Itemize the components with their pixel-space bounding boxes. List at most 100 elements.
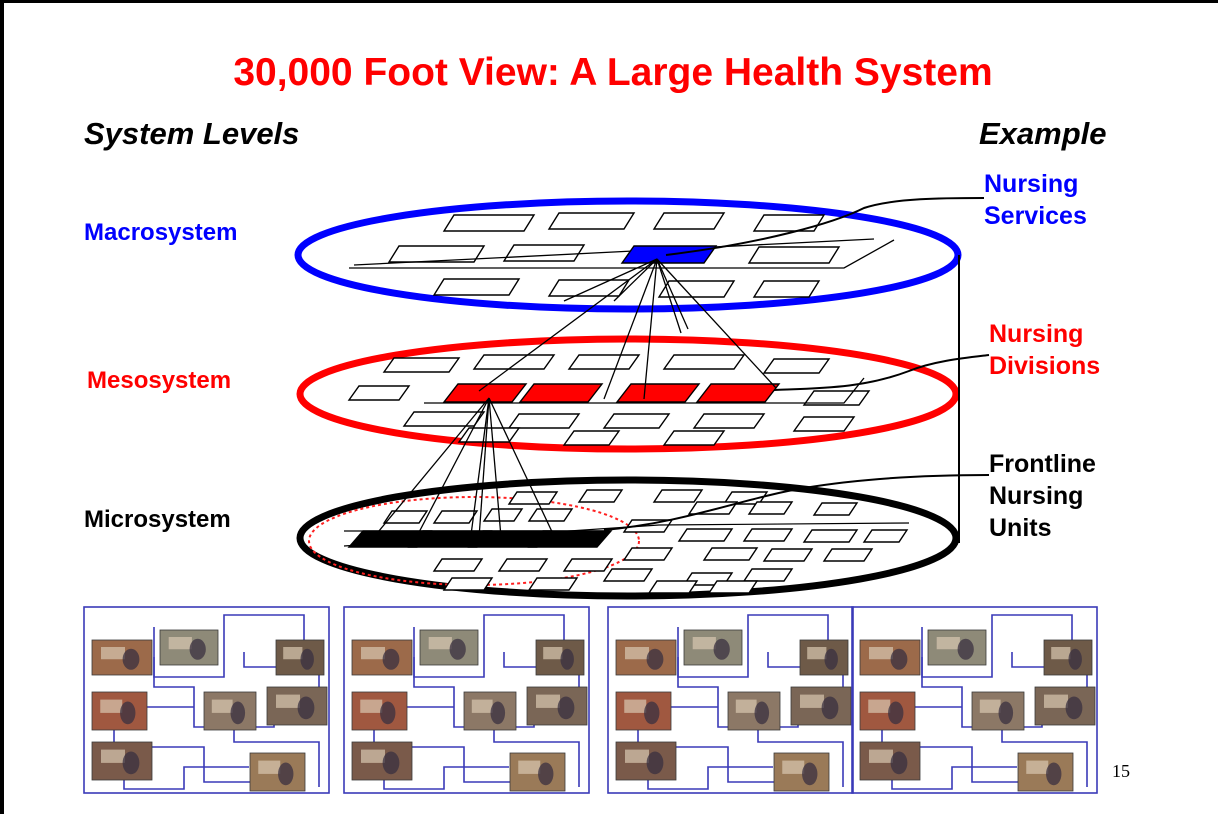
example-frontline-units: Frontline Nursing Units xyxy=(989,448,1096,544)
microsystem-layer xyxy=(296,476,960,600)
nursing-division-unit xyxy=(615,383,701,403)
photo-thumbnail xyxy=(266,686,328,726)
photo-figure xyxy=(122,751,140,775)
photo-detail xyxy=(361,749,385,763)
macro-to-meso-line xyxy=(603,258,658,400)
micro-unit xyxy=(442,577,494,591)
macro-to-meso-line xyxy=(643,258,658,400)
photo-thumbnail xyxy=(615,691,672,731)
macro-to-meso-line xyxy=(613,258,658,302)
micro-unit xyxy=(527,508,574,522)
photo-figure xyxy=(278,762,294,786)
photo-detail xyxy=(868,699,891,713)
photo-detail xyxy=(101,749,125,763)
photo-figure xyxy=(300,648,314,670)
photo-detail xyxy=(800,694,824,708)
example-line: Nursing xyxy=(989,482,1084,510)
macro-to-meso-line xyxy=(563,258,658,302)
photo-figure xyxy=(189,638,206,660)
micro-unit xyxy=(622,547,674,561)
photo-panel xyxy=(343,606,590,794)
photo-detail xyxy=(936,637,960,650)
micro-unit xyxy=(742,528,794,542)
photo-thumbnail xyxy=(463,691,517,731)
system-levels-diagram xyxy=(83,197,1098,794)
photo-thumbnail xyxy=(615,741,677,781)
photo-figure xyxy=(538,762,554,786)
photo-figure xyxy=(557,696,575,720)
micro-unit xyxy=(747,501,794,515)
nursing-division-unit xyxy=(442,383,528,403)
panel-connector xyxy=(383,766,509,790)
example-line: Services xyxy=(984,202,1087,230)
micro-unit xyxy=(677,528,734,542)
meso-unit xyxy=(562,430,621,446)
micro-unit xyxy=(652,489,704,503)
photo-detail xyxy=(979,699,1001,713)
meso-unit xyxy=(507,413,581,429)
photo-thumbnail xyxy=(799,639,849,676)
photo-detail xyxy=(1026,760,1049,774)
meso-unit xyxy=(692,413,766,429)
photo-panel xyxy=(851,606,1098,794)
meso-to-micro-line xyxy=(478,397,490,539)
micro-unit xyxy=(862,529,909,543)
photo-panel xyxy=(607,606,854,794)
micro-unit xyxy=(822,548,874,562)
meso-unit xyxy=(472,354,556,370)
photo-detail xyxy=(807,647,827,660)
meso-unit xyxy=(602,413,671,429)
nursing-divisions-callout xyxy=(773,354,990,391)
photo-detail xyxy=(782,760,805,774)
macro-to-meso-line xyxy=(656,258,682,334)
macro-unit xyxy=(502,244,586,262)
macrosystem-layer xyxy=(294,197,962,313)
photo-detail xyxy=(211,699,233,713)
photo-figure xyxy=(957,638,974,660)
photo-panel xyxy=(83,606,330,794)
photo-figure xyxy=(382,648,400,670)
photo-thumbnail xyxy=(91,691,148,731)
photo-figure xyxy=(382,751,400,775)
photo-panels xyxy=(83,606,1098,794)
photo-thumbnail xyxy=(859,741,921,781)
photo-figure xyxy=(122,648,140,670)
panel-border xyxy=(607,606,854,794)
macro-plane-line xyxy=(349,239,895,269)
photo-thumbnail xyxy=(859,639,921,676)
photo-detail xyxy=(869,647,893,660)
macro-plane-line xyxy=(353,238,875,266)
photo-detail xyxy=(518,760,541,774)
photo-detail xyxy=(361,647,385,660)
meso-unit xyxy=(802,390,871,406)
photo-detail xyxy=(276,694,300,708)
photo-thumbnail xyxy=(91,639,153,676)
photo-thumbnail xyxy=(351,741,413,781)
frontline-unit xyxy=(527,530,613,548)
photo-thumbnail xyxy=(773,752,830,792)
micro-unit xyxy=(527,577,579,591)
micro-unit xyxy=(647,580,699,594)
meso-to-micro-line xyxy=(488,397,555,537)
meso-unit xyxy=(567,354,641,370)
slide-title: 30,000 Foot View: A Large Health System xyxy=(233,51,993,94)
photo-figure xyxy=(560,648,574,670)
macro-unit xyxy=(442,214,536,232)
micro-unit xyxy=(702,547,759,561)
micro-unit xyxy=(382,510,429,524)
panel-connector xyxy=(891,766,1017,790)
photo-figure xyxy=(890,648,908,670)
microsystem-label: Microsystem xyxy=(84,506,231,533)
macro-unit xyxy=(432,278,521,296)
photo-figure xyxy=(998,701,1014,725)
photo-figure xyxy=(449,638,466,660)
photo-figure xyxy=(824,648,838,670)
frontline-units-highlight xyxy=(308,496,640,586)
micro-unit xyxy=(432,558,484,572)
meso-unit xyxy=(662,430,726,446)
nursing-division-unit xyxy=(518,383,604,403)
macro-unit xyxy=(657,280,736,298)
mesosystem-layer xyxy=(296,335,960,453)
meso-unit xyxy=(662,354,746,370)
example-line: Units xyxy=(989,514,1052,542)
